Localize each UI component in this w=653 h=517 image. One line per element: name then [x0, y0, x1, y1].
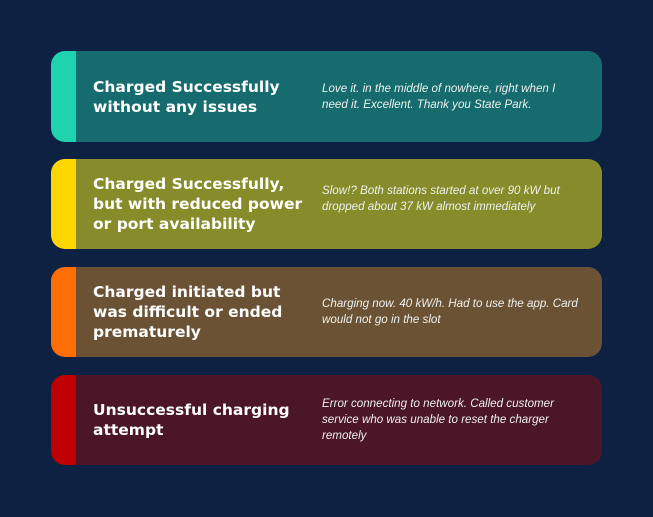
card-quote: Slow!? Both stations started at over 90 … [322, 184, 560, 213]
status-accent-bar [51, 159, 76, 249]
status-accent-bar [51, 267, 76, 357]
card-quote: Error connecting to network. Called cust… [322, 397, 554, 442]
card-body: Unsuccessful charging attempt Error conn… [76, 375, 602, 465]
status-accent-bar [51, 375, 76, 465]
card-title: Charged initiated but was difficult or e… [93, 283, 283, 341]
card-title: Unsuccessful charging attempt [93, 401, 290, 439]
card-unsuccessful: Unsuccessful charging attempt Error conn… [51, 375, 602, 465]
card-reduced-power: Charged Successfully, but with reduced p… [51, 159, 602, 249]
card-charged-successfully: Charged Successfully without any issues … [51, 51, 602, 142]
card-quote: Love it. in the middle of nowhere, right… [322, 81, 556, 111]
card-difficult-charge: Charged initiated but was difficult or e… [51, 267, 602, 357]
card-title: Charged Successfully without any issues [93, 77, 280, 116]
card-body: Charged Successfully without any issues … [76, 51, 602, 142]
card-quote: Charging now. 40 kW/h. Had to use the ap… [322, 297, 578, 326]
card-body: Charged initiated but was difficult or e… [76, 267, 602, 357]
card-body: Charged Successfully, but with reduced p… [76, 159, 602, 249]
card-title: Charged Successfully, but with reduced p… [93, 175, 303, 233]
status-accent-bar [51, 51, 76, 142]
